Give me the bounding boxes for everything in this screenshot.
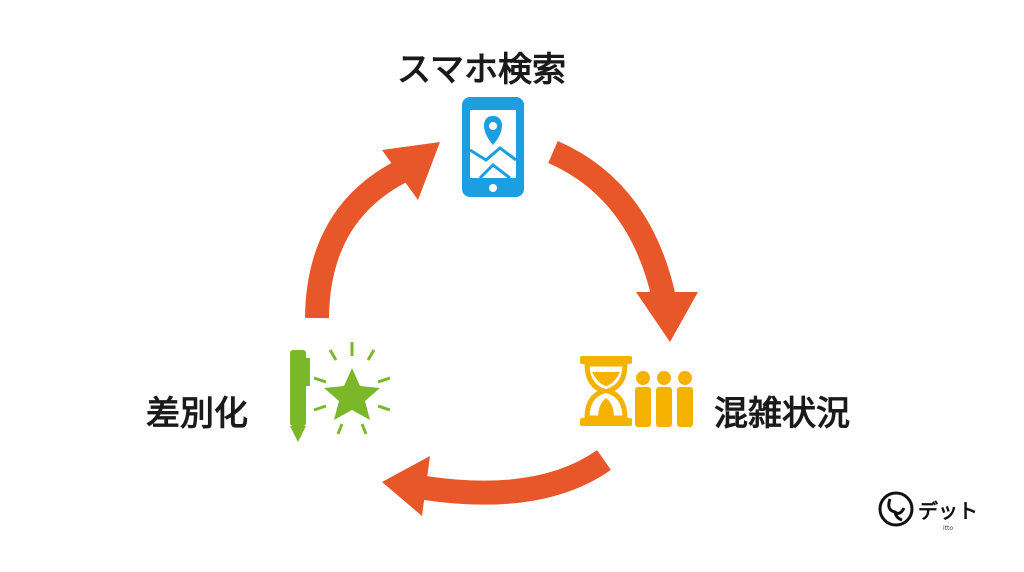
pen-star-icon	[290, 342, 391, 442]
node-label-congestion: 混雑状況	[714, 394, 850, 434]
node-label-smartphone-search: スマホ検索	[397, 50, 566, 90]
arrowhead-bottom	[382, 456, 430, 516]
logo-text: デット	[918, 499, 978, 523]
node-label-differentiation: 差別化	[146, 394, 248, 434]
hourglass-people-icon	[580, 356, 693, 427]
logo-subtext: itto	[943, 525, 953, 532]
arrowhead-right	[636, 292, 698, 342]
arrow-right-to-left	[423, 450, 611, 505]
arrowhead-top	[382, 142, 440, 200]
arrow-top-to-right	[548, 141, 676, 301]
smartphone-map-icon	[462, 97, 524, 197]
itto-logo: デット itto	[878, 491, 978, 532]
arrow-left-to-top	[305, 161, 406, 319]
